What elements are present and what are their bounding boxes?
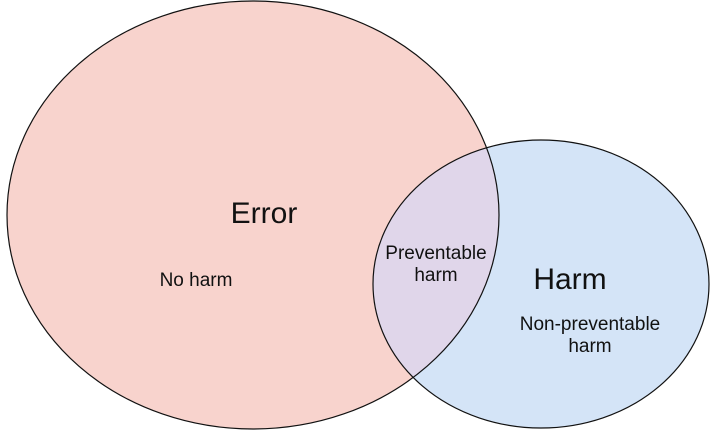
harm-set-title: Harm bbox=[533, 263, 607, 296]
non-preventable-harm-label: Non-preventable harm bbox=[519, 314, 661, 357]
error-set-title: Error bbox=[230, 197, 298, 230]
error-set-outline bbox=[6, 0, 500, 430]
harm-set-outline bbox=[372, 139, 710, 429]
preventable-harm-label: Preventable harm bbox=[385, 243, 487, 286]
error-set-shape bbox=[7, 1, 499, 429]
no-harm-label: No harm bbox=[159, 270, 233, 291]
